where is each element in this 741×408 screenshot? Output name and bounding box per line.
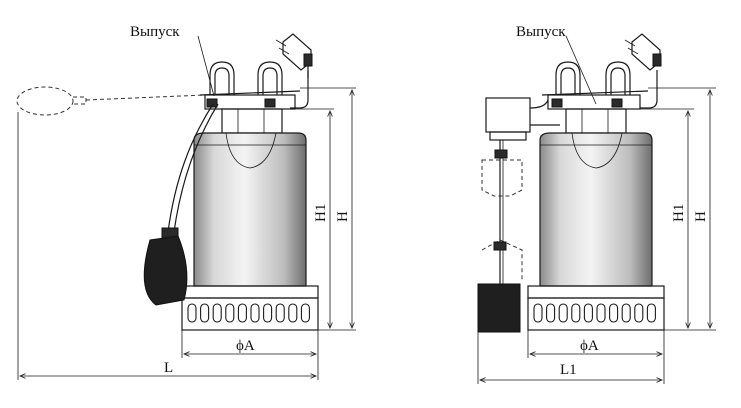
strainer-slot (533, 303, 543, 323)
strainer-slot (200, 303, 210, 323)
strainer-slot (237, 303, 247, 323)
right-power-plug-icon (624, 33, 662, 109)
right-float-raised (481, 149, 523, 280)
strainer-slot (263, 303, 273, 323)
strainer-slot (621, 303, 631, 323)
strainer-slot (583, 303, 593, 323)
left-handle (209, 61, 283, 95)
left-outlet-label: Выпуск (130, 24, 180, 40)
right-handle (555, 61, 631, 95)
right-pump: Выпуск H1 H ϕA L1 (477, 24, 716, 384)
right-h-label: H (693, 211, 709, 222)
strainer-slot (225, 303, 235, 323)
strainer-slot (250, 303, 260, 323)
right-h1-label: H1 (671, 204, 687, 222)
strainer-slot (634, 303, 644, 323)
strainer-slot (288, 303, 298, 323)
right-length-label: L1 (560, 362, 577, 378)
strainer-slot (609, 303, 619, 323)
left-h-label: H (335, 211, 351, 222)
strainer-slot (300, 303, 310, 323)
strainer-slot (187, 303, 197, 323)
left-pump: Выпуск H1 H ϕA L (16, 24, 356, 380)
strainer-slot (212, 303, 222, 323)
left-motor-housing (193, 132, 307, 287)
right-base-strainer (527, 285, 665, 331)
right-float (477, 241, 521, 333)
strainer-slot (275, 303, 285, 323)
left-power-plug-icon (275, 33, 313, 109)
left-float-switch-raised (16, 86, 206, 116)
strainer-slot (646, 303, 656, 323)
left-base-strainer (181, 285, 319, 331)
left-float-switch (143, 227, 188, 306)
left-h1-label: H1 (313, 204, 329, 222)
left-length-label: L (164, 360, 173, 376)
right-outlet-label: Выпуск (516, 24, 566, 40)
right-motor-housing (539, 132, 653, 287)
left-diameter-label: ϕA (236, 338, 255, 354)
strainer-slot (558, 303, 568, 323)
strainer-slot (571, 303, 581, 323)
right-diameter-label: ϕA (580, 338, 599, 354)
right-control-box (485, 97, 560, 141)
strainer-slot (546, 303, 556, 323)
strainer-slot (596, 303, 606, 323)
